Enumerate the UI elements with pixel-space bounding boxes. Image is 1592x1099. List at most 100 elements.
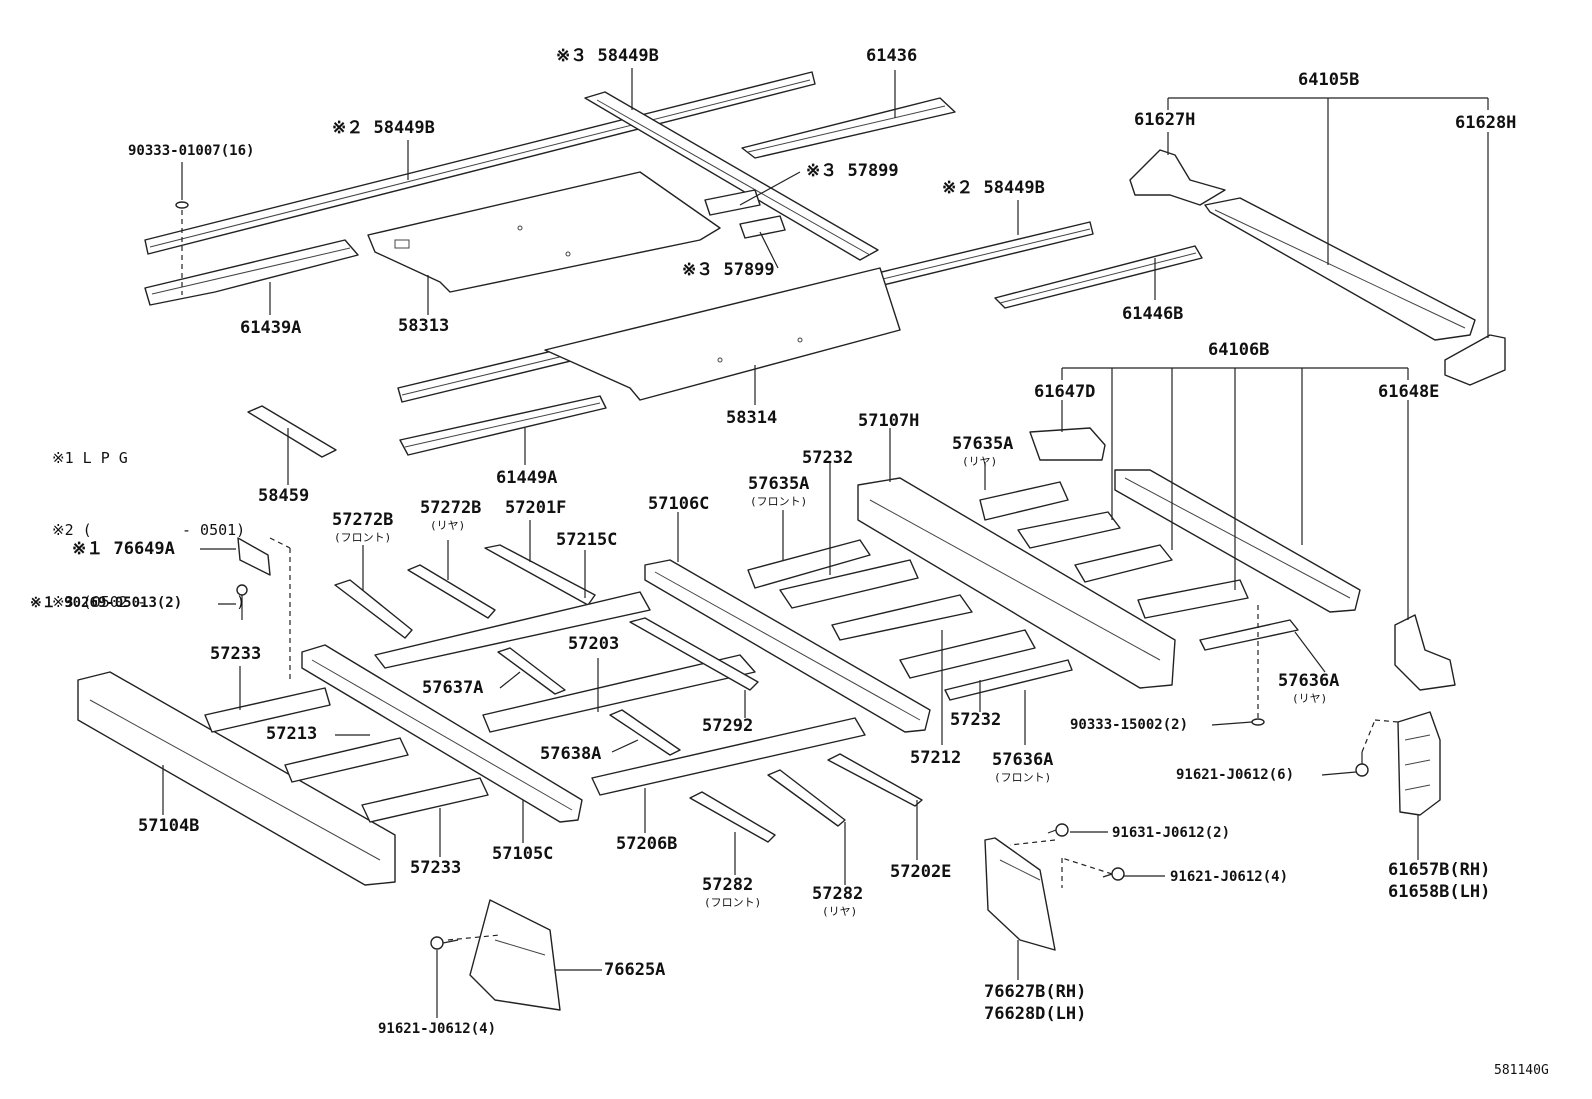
- crossmember-57635A-front: [747, 539, 871, 589]
- bracket-61627H: [1129, 149, 1226, 206]
- brace-57638A: [609, 709, 681, 756]
- part-label: 57107H: [858, 411, 920, 431]
- bracket-57282-front: [689, 791, 776, 843]
- part-label: 57105C: [492, 844, 554, 864]
- part-label: 57201F: [505, 498, 567, 518]
- part-label-sub: (リヤ): [1292, 692, 1328, 705]
- crossmember-57215C: [374, 591, 651, 669]
- part-label: 57202E: [890, 862, 952, 882]
- part-label: 76628D(LH): [984, 1004, 1087, 1024]
- legend-row: ※3 (0502 - ): [52, 593, 246, 611]
- crossmember-57212: [831, 594, 973, 641]
- part-label: 57215C: [556, 530, 618, 550]
- part-label: ※１ 90269-05013(2): [30, 595, 183, 611]
- part-label: 76625A: [604, 960, 666, 980]
- panel-61657B: [1397, 711, 1441, 816]
- bolt-91631: [1047, 823, 1069, 837]
- grommet-90333-01007: [175, 201, 189, 209]
- part-label: 57232: [802, 448, 854, 468]
- plate-57636A-front: [944, 659, 1073, 701]
- rail-61446B: [994, 245, 1203, 309]
- part-label: 57638A: [540, 744, 602, 764]
- rail-61449A: [399, 395, 607, 456]
- side-rail-57106C: [644, 559, 931, 733]
- part-label: 61449A: [496, 468, 558, 488]
- part-label: 57272B: [332, 510, 394, 530]
- part-label: 91631-J0612(2): [1112, 825, 1231, 841]
- part-label: 61628H: [1455, 113, 1517, 133]
- side-rail-57104B: [77, 671, 396, 886]
- floor-panel-58313: [367, 171, 721, 293]
- crossmember-57232-top: [779, 559, 919, 609]
- part-label: 57636A: [1278, 671, 1340, 691]
- guard-76625A: [469, 899, 561, 1011]
- part-label: 57203: [568, 634, 620, 654]
- leader-lines: [162, 68, 1489, 1018]
- part-label: 61648E: [1378, 382, 1440, 402]
- crossmember-rear-3: [1137, 579, 1249, 619]
- legend-row: ※2 ( - 0501): [52, 521, 246, 539]
- part-label: 57637A: [422, 678, 484, 698]
- crossmember-57213: [284, 737, 409, 783]
- part-label: 61439A: [240, 318, 302, 338]
- side-rail-57107H: [857, 477, 1176, 689]
- part-label: 61647D: [1034, 382, 1096, 402]
- part-label-sub: (リヤ): [822, 905, 858, 918]
- plate-58459: [247, 405, 337, 458]
- part-label: 57233: [410, 858, 462, 878]
- part-label: 57104B: [138, 816, 200, 836]
- part-label: 91621-J0612(4): [378, 1021, 497, 1037]
- part-label: 58313: [398, 316, 450, 336]
- part-label: 76627B(RH): [984, 982, 1087, 1002]
- plate-57899-b: [739, 215, 786, 239]
- part-label: ※３ 57899: [682, 260, 775, 280]
- part-label-sub: (フロント): [994, 771, 1052, 784]
- part-label: 57635A: [748, 474, 810, 494]
- part-label: 57213: [266, 724, 318, 744]
- legend-row: ※1 L P G: [52, 449, 128, 467]
- part-label: 57206B: [616, 834, 678, 854]
- guard-76627B: [984, 837, 1056, 951]
- part-label: 61658B(LH): [1388, 882, 1491, 902]
- part-label: 57635A: [952, 434, 1014, 454]
- crossmember-57206B: [591, 717, 866, 796]
- crossmember-rear-1: [1017, 511, 1121, 549]
- part-label: 57292: [702, 716, 754, 736]
- part-label: 57282: [812, 884, 864, 904]
- part-label: 61436: [866, 46, 918, 66]
- crossmember-57272B-rear: [407, 564, 496, 619]
- bolt-91621-right: [1102, 867, 1125, 881]
- part-label: ※１ 76649A: [72, 539, 175, 559]
- crossmember-57233-bot: [361, 777, 489, 823]
- part-label-sub: (フロント): [334, 531, 392, 544]
- brace-57637A: [497, 647, 566, 695]
- part-label: 57212: [910, 748, 962, 768]
- diagram-reference-code: 581140G: [1494, 1063, 1549, 1078]
- crossmember-58449B-top: [584, 91, 879, 261]
- member-64106B: [1114, 469, 1361, 613]
- part-label: 61627H: [1134, 110, 1196, 130]
- bolt-90269: [236, 584, 248, 620]
- crossmember-57201F: [484, 544, 596, 606]
- bracket-61648E: [1394, 614, 1456, 691]
- bracket-61647D: [1029, 427, 1106, 461]
- crossmember-rear-2: [1074, 544, 1173, 583]
- part-label-sub: (フロント): [704, 896, 762, 909]
- bracket-61628H: [1444, 334, 1506, 386]
- bracket-76649A: [237, 537, 271, 576]
- crossmember-57233-top: [204, 687, 331, 733]
- part-label: 91621-J0612(6): [1176, 767, 1295, 783]
- bracket-57202E: [827, 753, 923, 807]
- part-label: 57233: [210, 644, 262, 664]
- part-label: ※２ 58449B: [942, 178, 1045, 198]
- part-label: 57106C: [648, 494, 710, 514]
- plate-57636A-rear: [1199, 619, 1299, 651]
- bolt-91621-left: [430, 936, 459, 950]
- part-label: ※２ 58449B: [332, 118, 435, 138]
- part-label-sub: (リヤ): [962, 455, 998, 468]
- legend: ※1 L P G ※2 ( - 0501) ※3 (0502 - ): [52, 398, 245, 638]
- crossmember-57203: [482, 654, 756, 733]
- part-label-sub: (フロント): [750, 495, 808, 508]
- part-label: ※３ 57899: [806, 161, 899, 181]
